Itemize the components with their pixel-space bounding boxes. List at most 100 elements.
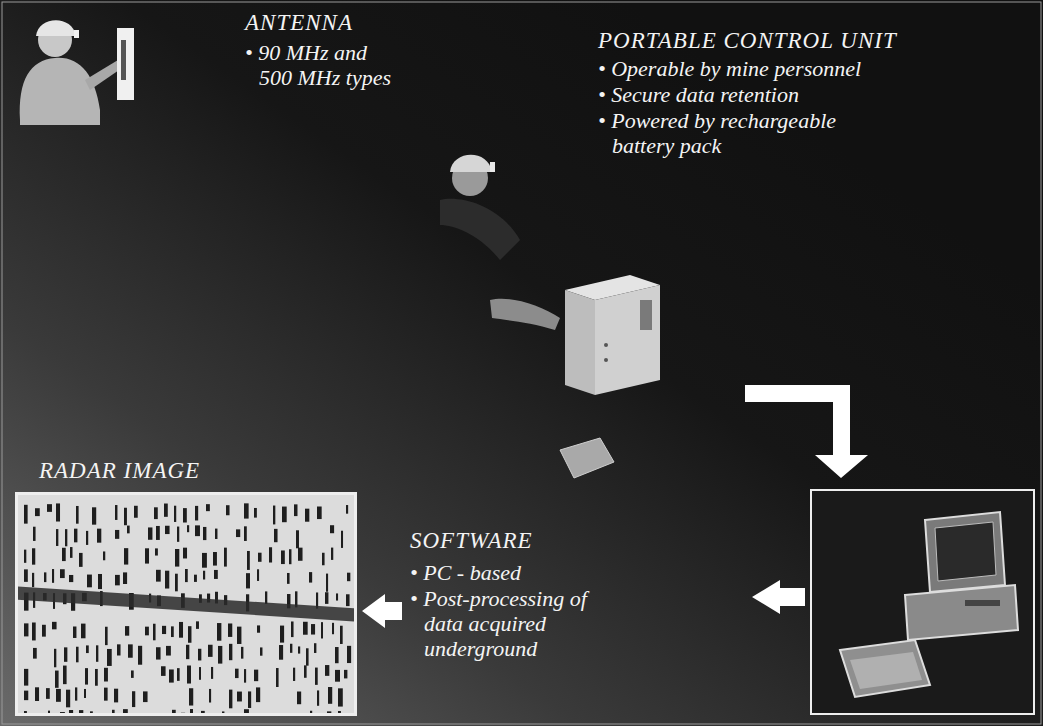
radar-reflection bbox=[314, 643, 316, 653]
radar-reflection bbox=[79, 553, 83, 567]
radar-reflection bbox=[165, 526, 170, 534]
radar-reflection bbox=[304, 665, 307, 677]
radar-reflection bbox=[75, 687, 77, 700]
radar-reflection bbox=[332, 623, 334, 634]
radar-reflection bbox=[211, 667, 213, 679]
radar-image bbox=[18, 495, 354, 713]
radar-reflection bbox=[331, 548, 333, 560]
radar-reflection bbox=[165, 571, 169, 589]
radar-reflection bbox=[254, 670, 258, 682]
radar-reflection bbox=[281, 550, 285, 564]
radar-reflection bbox=[325, 665, 329, 676]
radar-reflection bbox=[260, 647, 262, 655]
miner-lamp bbox=[74, 30, 79, 38]
radar-reflection bbox=[187, 666, 191, 684]
radar-reflection bbox=[24, 623, 28, 636]
radar-reflection bbox=[56, 529, 58, 546]
radar-reflection bbox=[76, 647, 79, 663]
radar-reflection bbox=[145, 627, 149, 636]
radar-reflection bbox=[128, 644, 133, 657]
radar-reflection bbox=[52, 622, 57, 629]
radar-reflection bbox=[256, 687, 260, 702]
radar-reflection bbox=[134, 506, 138, 518]
radar-reflection bbox=[183, 548, 187, 559]
radar-reflection bbox=[127, 526, 130, 534]
radar-reflection bbox=[132, 691, 135, 707]
radar-reflection bbox=[276, 668, 279, 687]
radar-reflection bbox=[246, 573, 250, 588]
radar-reflection bbox=[55, 671, 59, 688]
radar-reflection bbox=[32, 622, 36, 640]
miner-body bbox=[440, 199, 520, 260]
radar-reflection bbox=[24, 569, 28, 582]
miner-figure bbox=[440, 155, 560, 330]
radar-reflection bbox=[203, 527, 206, 540]
radar-reflection bbox=[169, 669, 174, 682]
radar-reflection bbox=[258, 553, 262, 562]
radar-reflection bbox=[328, 687, 332, 704]
unit-front bbox=[595, 285, 660, 395]
radar-reflection bbox=[86, 645, 89, 653]
radar-reflection bbox=[86, 531, 88, 545]
radar-reflection bbox=[104, 688, 108, 701]
computer-illustration bbox=[840, 512, 1018, 697]
radar-reflection bbox=[201, 711, 205, 713]
radar-reflection bbox=[156, 570, 161, 582]
radar-reflection bbox=[273, 506, 275, 525]
radar-reflection bbox=[96, 645, 98, 661]
radar-reflection bbox=[63, 666, 67, 685]
radar-reflection bbox=[237, 627, 241, 644]
radar-reflection bbox=[317, 507, 322, 520]
radar-reflection bbox=[95, 669, 98, 686]
radar-reflection bbox=[237, 692, 242, 702]
radar-reflection bbox=[46, 688, 50, 699]
radar-reflection bbox=[123, 709, 128, 713]
radar-reflection bbox=[35, 508, 40, 516]
radar-reflection bbox=[279, 645, 283, 660]
radar-reflection bbox=[172, 710, 176, 713]
radar-reflection bbox=[215, 529, 217, 539]
feature-item: • PC - based bbox=[410, 560, 610, 585]
radar-reflection bbox=[60, 569, 65, 578]
radar-reflection bbox=[143, 691, 148, 702]
radar-reflection bbox=[33, 648, 37, 659]
radar-reflection bbox=[156, 647, 161, 659]
radar-reflection bbox=[347, 573, 350, 582]
radar-reflection bbox=[213, 552, 217, 566]
radar-reflection bbox=[326, 574, 328, 592]
radar-reflection bbox=[79, 710, 83, 713]
radar-reflection bbox=[153, 624, 156, 641]
radar-reflection bbox=[315, 668, 318, 685]
radar-reflection bbox=[228, 623, 232, 636]
radar-reflection bbox=[346, 594, 350, 606]
spec-item: • 90 MHz and 500 MHz types bbox=[245, 40, 395, 90]
keyboard-keys bbox=[850, 652, 922, 689]
radar-reflection bbox=[56, 503, 60, 521]
radar-reflection bbox=[244, 709, 249, 713]
radar-reflection bbox=[347, 646, 351, 663]
radar-reflection bbox=[174, 506, 176, 522]
radar-reflection bbox=[60, 712, 65, 713]
radar-reflection bbox=[69, 710, 73, 713]
radar-reflection bbox=[330, 525, 334, 533]
radar-reflection bbox=[321, 622, 323, 638]
radar-reflection bbox=[138, 646, 142, 665]
radar-reflection bbox=[70, 547, 73, 558]
radar-reflection bbox=[244, 526, 247, 541]
radar-reflection bbox=[24, 550, 26, 563]
antenna-slot bbox=[121, 40, 126, 80]
radar-reflection bbox=[84, 689, 86, 698]
unit-button bbox=[604, 343, 608, 347]
radar-reflection bbox=[335, 670, 340, 682]
radar-reflection bbox=[209, 689, 211, 703]
radar-reflection bbox=[161, 666, 166, 676]
radar-reflection bbox=[103, 551, 105, 560]
radar-reflection bbox=[298, 548, 303, 561]
control-unit bbox=[565, 275, 660, 395]
radar-reflection bbox=[290, 644, 292, 653]
monitor-screen bbox=[935, 522, 996, 581]
radar-reflection bbox=[298, 646, 300, 653]
